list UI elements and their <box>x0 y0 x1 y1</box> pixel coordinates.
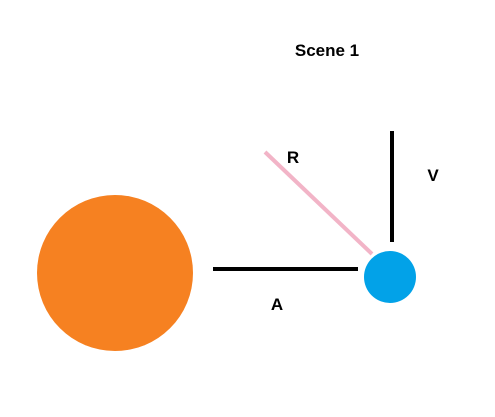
large-orange-circle <box>37 195 193 351</box>
label-r: R <box>287 148 299 167</box>
label-v: V <box>427 166 439 185</box>
line-r <box>263 150 374 256</box>
scene-title: Scene 1 <box>295 41 359 60</box>
small-blue-circle <box>364 251 416 303</box>
label-a: A <box>271 295 283 314</box>
